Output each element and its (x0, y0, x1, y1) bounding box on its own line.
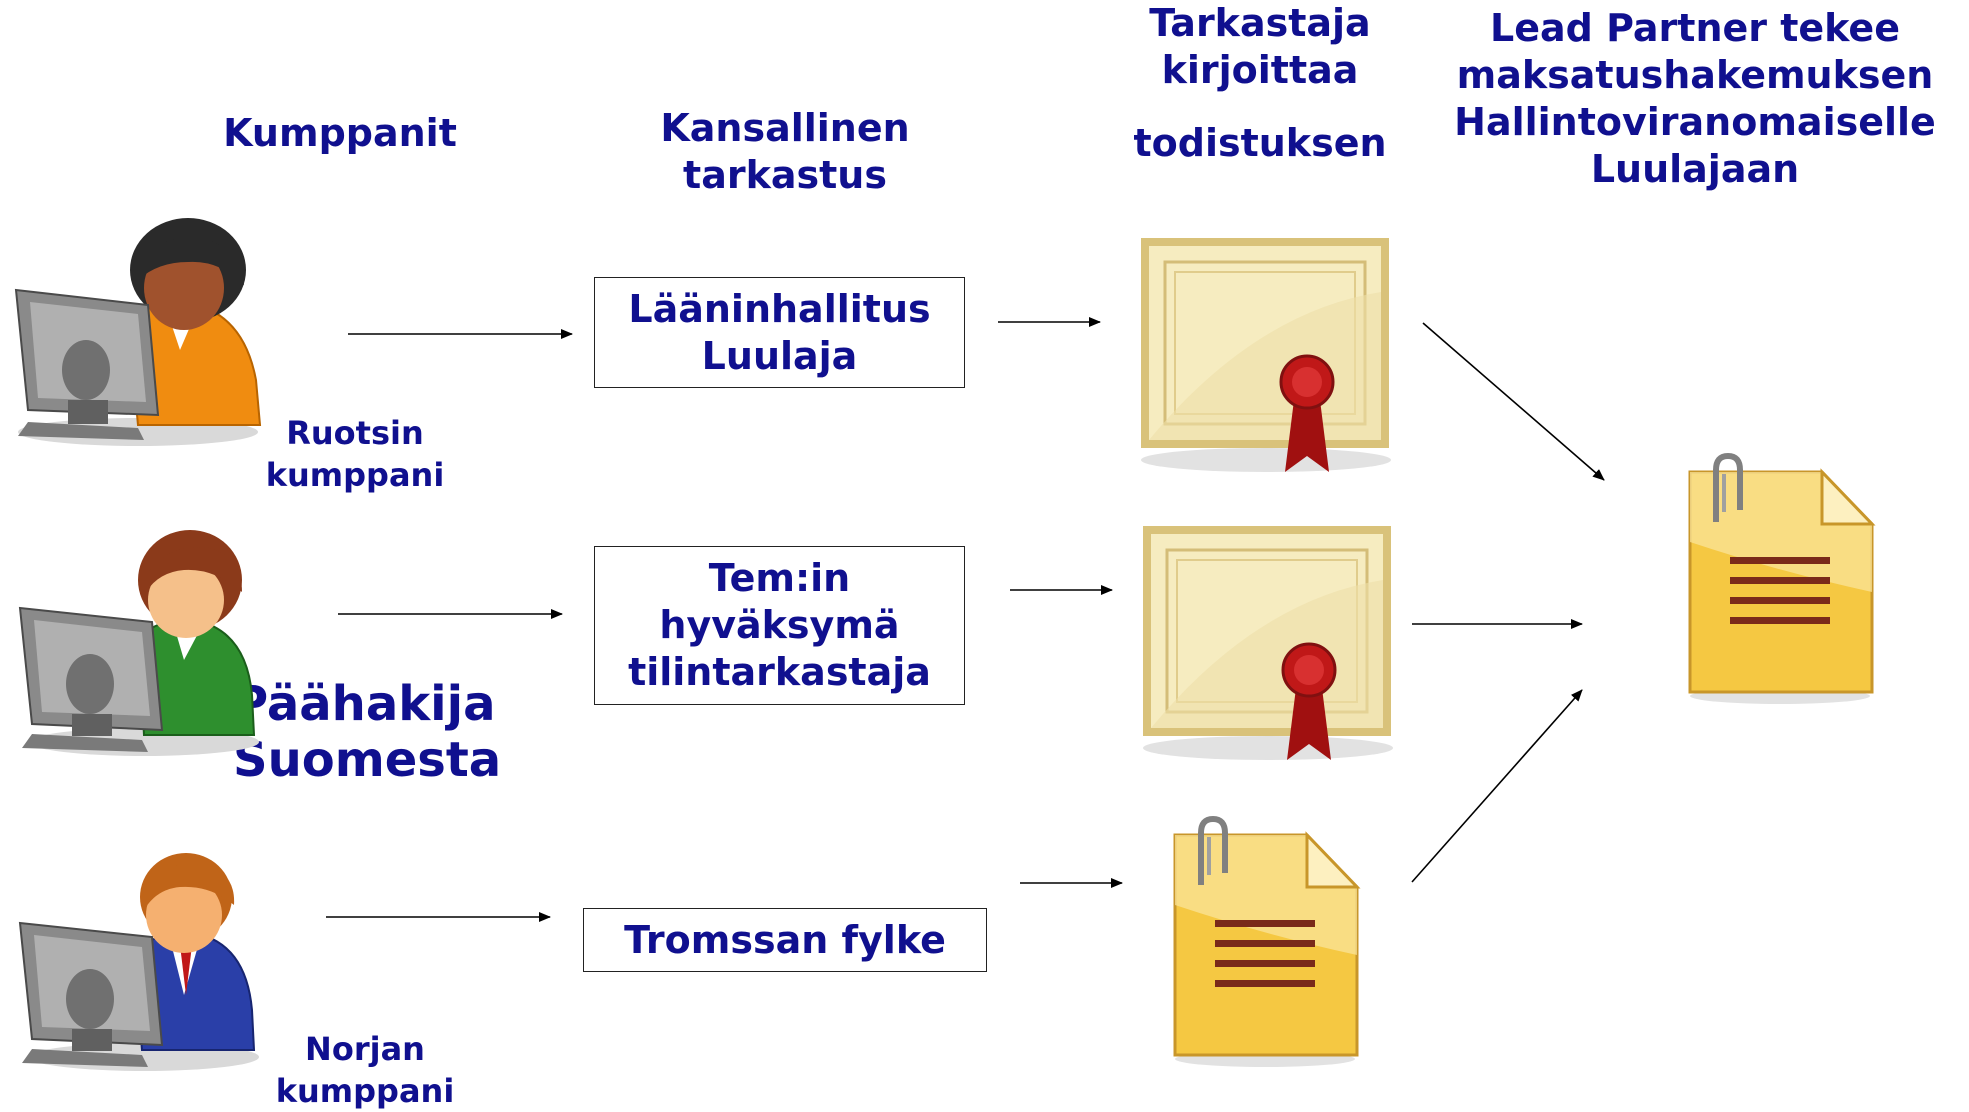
arrow-doc-bottom-to-final (1411, 689, 1583, 883)
header-national-audit: Kansallinen tarkastus (660, 106, 910, 197)
user-at-computer-icon (18, 530, 259, 756)
header-certificate: todistuksen (1133, 121, 1387, 165)
audit-box-sweden: Lääninhallitus Luulaja (594, 277, 965, 388)
user-at-computer-icon (14, 218, 262, 446)
audit-box-sweden-label: Lääninhallitus Luulaja (628, 286, 931, 378)
header-lead-partner: Lead Partner tekee maksatushakemuksen Ha… (1454, 6, 1936, 191)
partner-norway-label: Norjan kumppani (275, 1030, 455, 1110)
partner-sweden-label: Ruotsin kumppani (265, 414, 445, 494)
user-at-computer-icon (18, 853, 259, 1071)
audit-box-norway: Tromssan fylke (583, 908, 987, 972)
arrow-cert-top-to-final (1422, 322, 1605, 481)
document-icon (1688, 452, 1876, 704)
header-auditor-writes: Tarkastaja kirjoittaa (1149, 1, 1371, 92)
certificate-icon (1143, 526, 1393, 760)
header-partners: Kumppanit (223, 111, 457, 155)
audit-box-finland-label: Tem:in hyväksymä tilintarkastaja (628, 556, 931, 694)
audit-box-norway-label: Tromssan fylke (624, 917, 946, 962)
audit-box-finland: Tem:in hyväksymä tilintarkastaja (594, 546, 965, 705)
partner-finland-label: Päähakija Suomesta (233, 676, 502, 788)
certificate-icon (1141, 238, 1391, 472)
document-icon (1173, 815, 1361, 1067)
